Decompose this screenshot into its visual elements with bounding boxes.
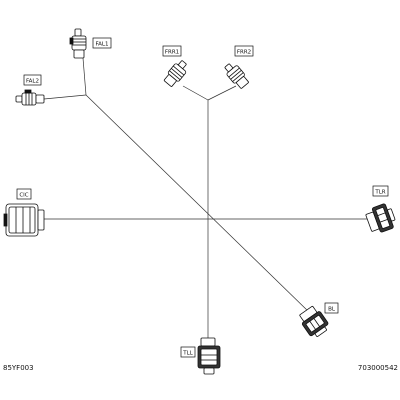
label-box-frr2 [234,45,254,57]
label-box-fal2 [23,74,42,86]
label-frr1: FRR1 [165,50,179,56]
label-frr2: FRR2 [237,50,251,56]
connector-tll [197,337,221,375]
wire-fal2 [43,94,87,100]
label-box-bl [324,302,339,314]
label-fal1: FAL1 [96,42,109,48]
label-fal2: FAL2 [26,79,39,85]
connector-frr1 [163,60,187,87]
connector-cic [3,203,45,237]
label-cic: CIC [19,193,28,199]
wire-frr2 [207,85,237,101]
wire-main-diagonal [85,94,311,314]
connector-bl [299,305,329,337]
connector-tlr [365,203,396,233]
wire-fal1 [82,57,87,96]
label-box-frr1 [162,45,182,57]
figure-code-left: 85YF003 [3,364,34,372]
connector-fal1 [69,28,87,59]
figure-code-right: 703000542 [358,364,398,372]
harness-wires [43,57,368,345]
label-bl: BL [328,307,336,313]
wire-frr1 [182,85,209,101]
label-box-tll [180,346,196,358]
connector-frr2 [224,63,249,89]
connector-fal2 [15,89,45,106]
label-box-fal1 [92,37,112,49]
label-tlr: TLR [374,190,385,196]
label-tll: TLL [182,351,193,357]
label-box-cic [16,188,32,200]
label-box-tlr [372,185,389,197]
